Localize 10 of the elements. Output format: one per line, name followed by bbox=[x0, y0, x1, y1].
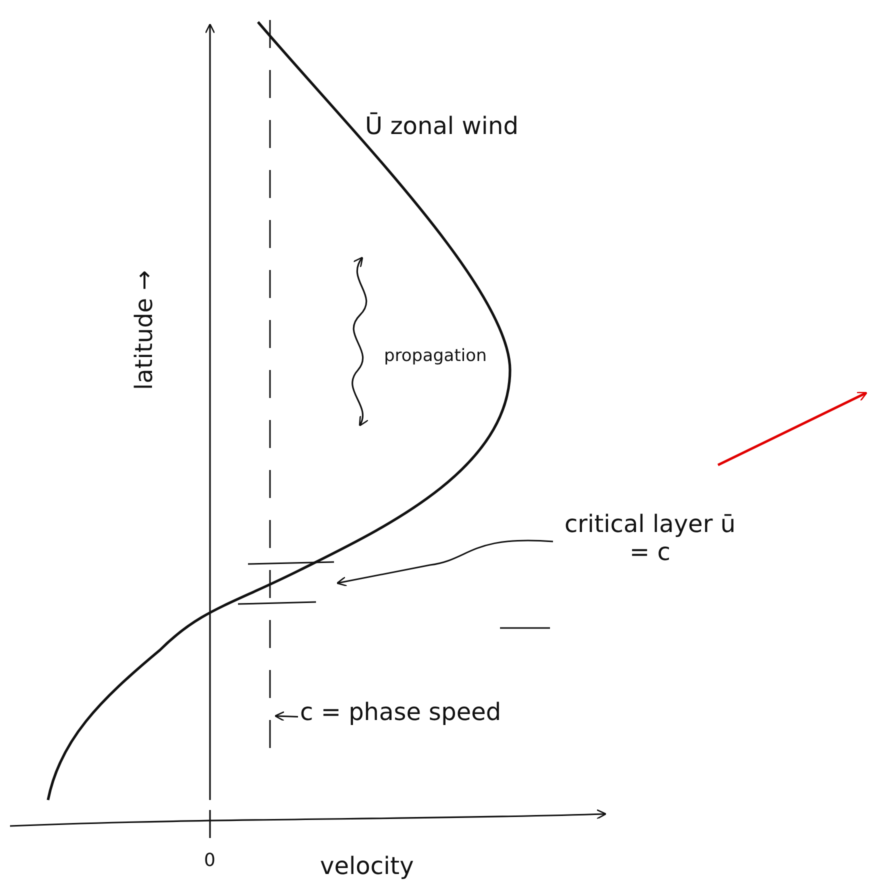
annotation-text: critical layer ū = c bbox=[555, 510, 745, 566]
axis-label: velocity bbox=[320, 852, 414, 880]
axis-label: latitude → bbox=[130, 270, 158, 390]
propagation-label: propagation bbox=[384, 346, 487, 366]
annotation-text: c = phase speed bbox=[300, 698, 550, 726]
tick-label: 0 bbox=[204, 850, 216, 871]
critical-layer-marks bbox=[238, 561, 334, 605]
leader-line bbox=[274, 711, 298, 722]
leader-line bbox=[336, 540, 554, 587]
curve-label: Ū zonal wind bbox=[365, 112, 518, 140]
